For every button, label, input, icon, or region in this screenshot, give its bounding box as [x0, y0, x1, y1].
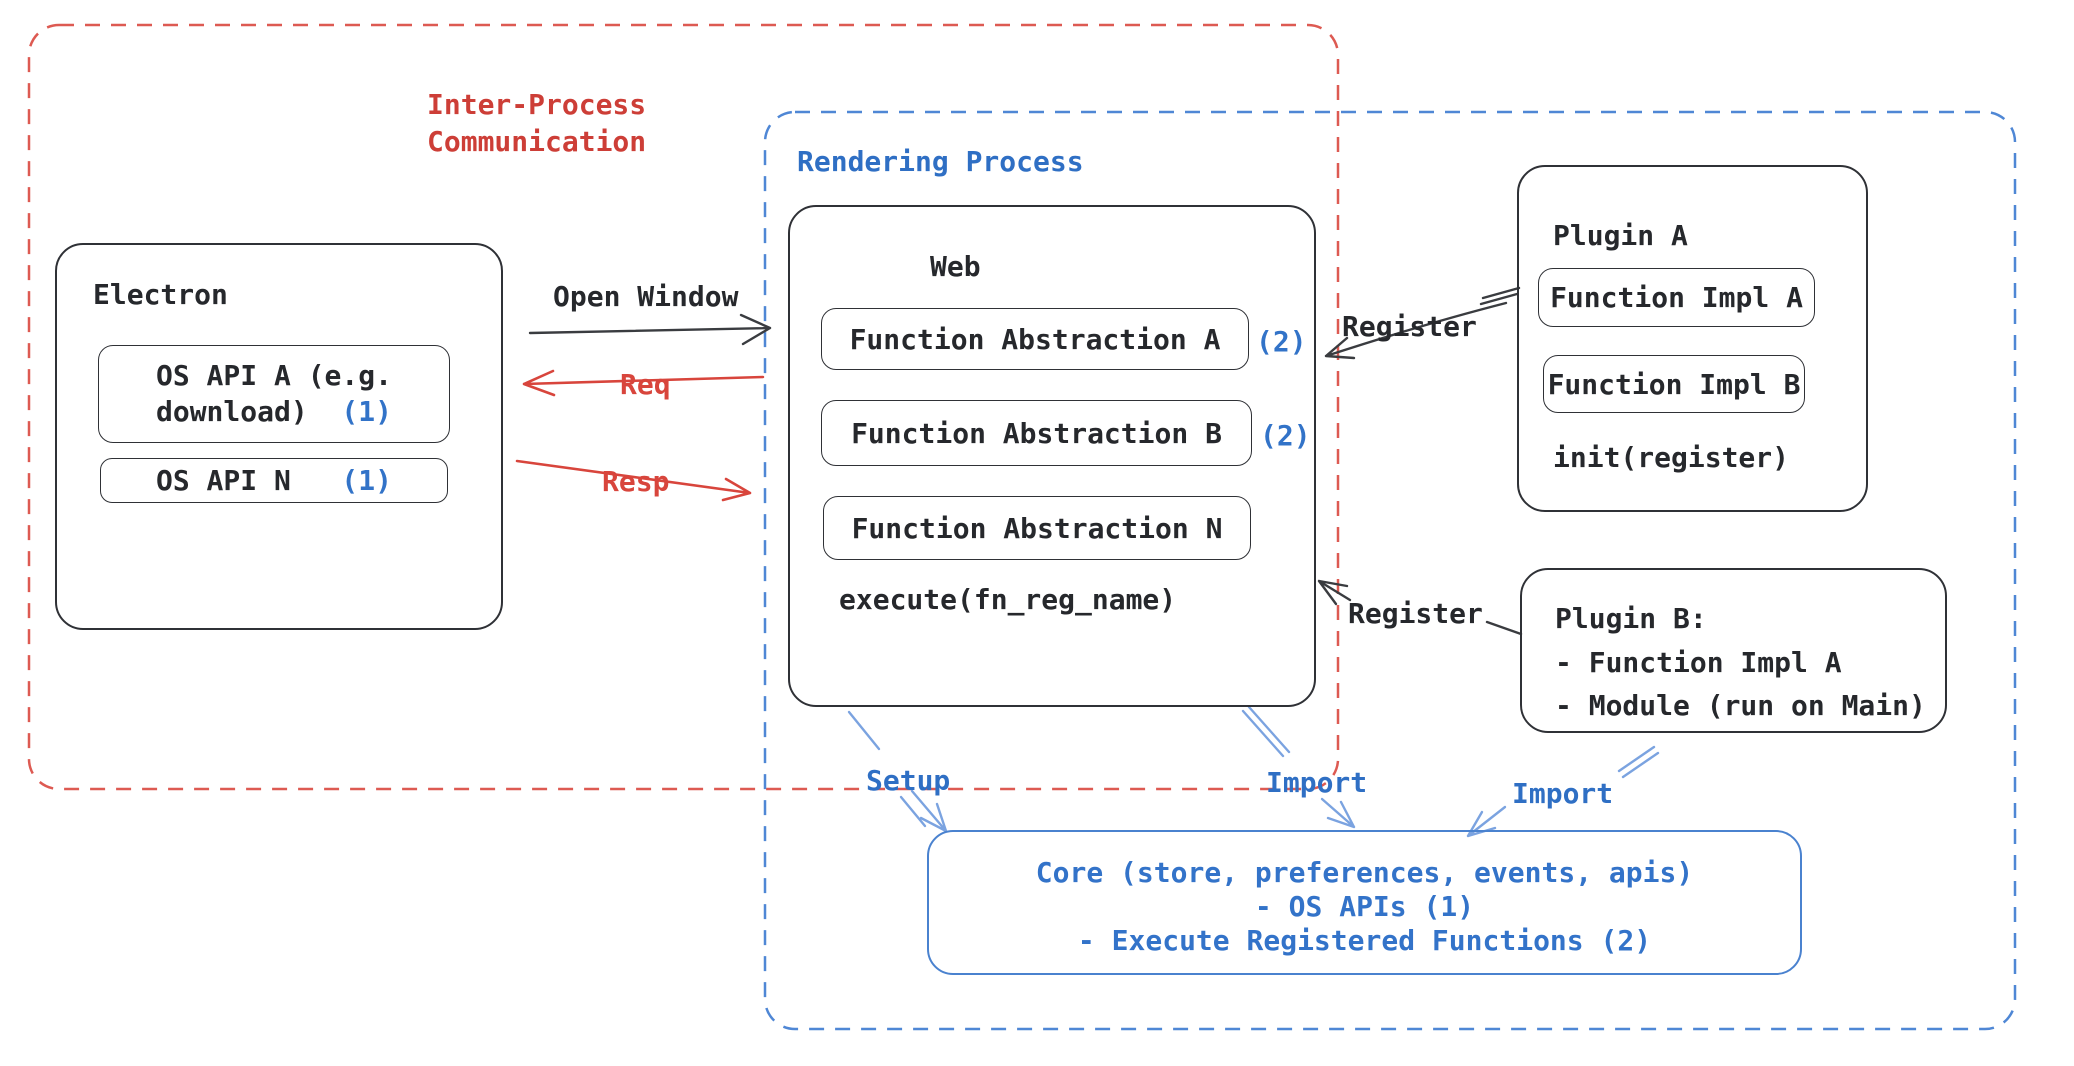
- init-register-label: init(register): [1553, 441, 1790, 474]
- os-api-a-box: OS API A (e.g.download) (1): [98, 345, 450, 443]
- electron-box: [55, 243, 503, 630]
- import-web-tick: [1241, 705, 1291, 758]
- web-box: [788, 205, 1316, 707]
- function-abstraction-b-label: Function Abstraction B: [851, 416, 1222, 450]
- plugin-b-item2: - Module (run on Main): [1555, 689, 1926, 722]
- plugin-b-box: [1520, 568, 1947, 733]
- function-abstraction-n-box: Function Abstraction N: [823, 496, 1251, 560]
- function-abstraction-a-box: Function Abstraction A: [821, 308, 1249, 370]
- rendering-region-border: [763, 110, 2017, 1031]
- plugin-a-title: Plugin A: [1553, 219, 1688, 252]
- os-api-a-number: (1): [341, 395, 392, 428]
- core-box: [927, 830, 1802, 975]
- open-window-label: Open Window: [553, 280, 739, 313]
- function-abstraction-b-box: Function Abstraction B: [821, 400, 1252, 466]
- core-line2: - OS APIs (1): [1254, 890, 1475, 923]
- os-api-a-label: OS API A (e.g.download) (1): [156, 358, 392, 430]
- function-abstraction-n-label: Function Abstraction N: [851, 511, 1223, 545]
- register-bottom-connector: [1485, 620, 1523, 636]
- os-api-n-text: OS API N: [155, 464, 291, 497]
- function-impl-b-box: Function Impl B: [1543, 355, 1805, 413]
- core-text: Core (store, preferences, events, apis)-…: [927, 856, 1802, 958]
- req-label: Req: [620, 368, 671, 401]
- function-impl-a-label: Function Impl A: [1550, 281, 1803, 314]
- ipc-title-line2: Communication: [427, 125, 647, 158]
- function-abstraction-a-number: (2): [1256, 325, 1307, 358]
- plugin-b-title: Plugin B:: [1555, 602, 1707, 635]
- os-api-a-line1: OS API A (e.g.: [155, 359, 392, 392]
- resp-label: Resp: [602, 465, 670, 498]
- req-arrow: [522, 369, 765, 397]
- open-window-arrow: [528, 313, 772, 346]
- function-impl-b-label: Function Impl B: [1547, 367, 1801, 401]
- register-bottom-arrow: [1317, 579, 1352, 606]
- register-top-label: Register: [1342, 310, 1477, 343]
- setup-tick: [847, 710, 881, 751]
- ipc-region-border: [27, 23, 1340, 791]
- os-api-n-label: OS API N (1): [156, 464, 392, 497]
- electron-title: Electron: [93, 278, 228, 311]
- register-top-tick: [1479, 286, 1521, 306]
- register-top-arrow: [1324, 301, 1508, 360]
- function-abstraction-b-number: (2): [1260, 419, 1311, 452]
- core-line3: - Execute Registered Functions (2): [1077, 924, 1652, 957]
- ipc-title-line1: Inter-Process: [427, 88, 647, 121]
- plugin-b-item1: - Function Impl A: [1555, 645, 1842, 679]
- os-api-a-line2: download): [155, 395, 308, 428]
- setup-label: Setup: [866, 764, 951, 797]
- register-bottom-label: Register: [1348, 597, 1483, 630]
- resp-arrow: [515, 459, 752, 502]
- execute-label: execute(fn_reg_name): [839, 583, 1177, 616]
- plugin-a-box: [1517, 165, 1868, 512]
- import-web-arrow: [1320, 797, 1356, 829]
- function-abstraction-a-label: Function Abstraction A: [849, 322, 1221, 356]
- os-api-n-box: OS API N (1): [100, 458, 448, 503]
- function-impl-a-box: Function Impl A: [1538, 268, 1815, 327]
- plugin-b-text: Plugin B: - Function Impl A - Module (run …: [1555, 597, 1926, 728]
- web-title: Web: [930, 250, 981, 283]
- setup-arrow: [899, 789, 948, 833]
- os-api-n-number: (1): [341, 464, 392, 497]
- core-line1: Core (store, preferences, events, apis): [1035, 856, 1694, 889]
- import-plugin-tick: [1617, 745, 1660, 779]
- import-web-label: Import: [1266, 766, 1368, 799]
- rendering-region-title: Rendering Process: [797, 145, 1084, 178]
- import-plugin-label: Import: [1512, 777, 1614, 810]
